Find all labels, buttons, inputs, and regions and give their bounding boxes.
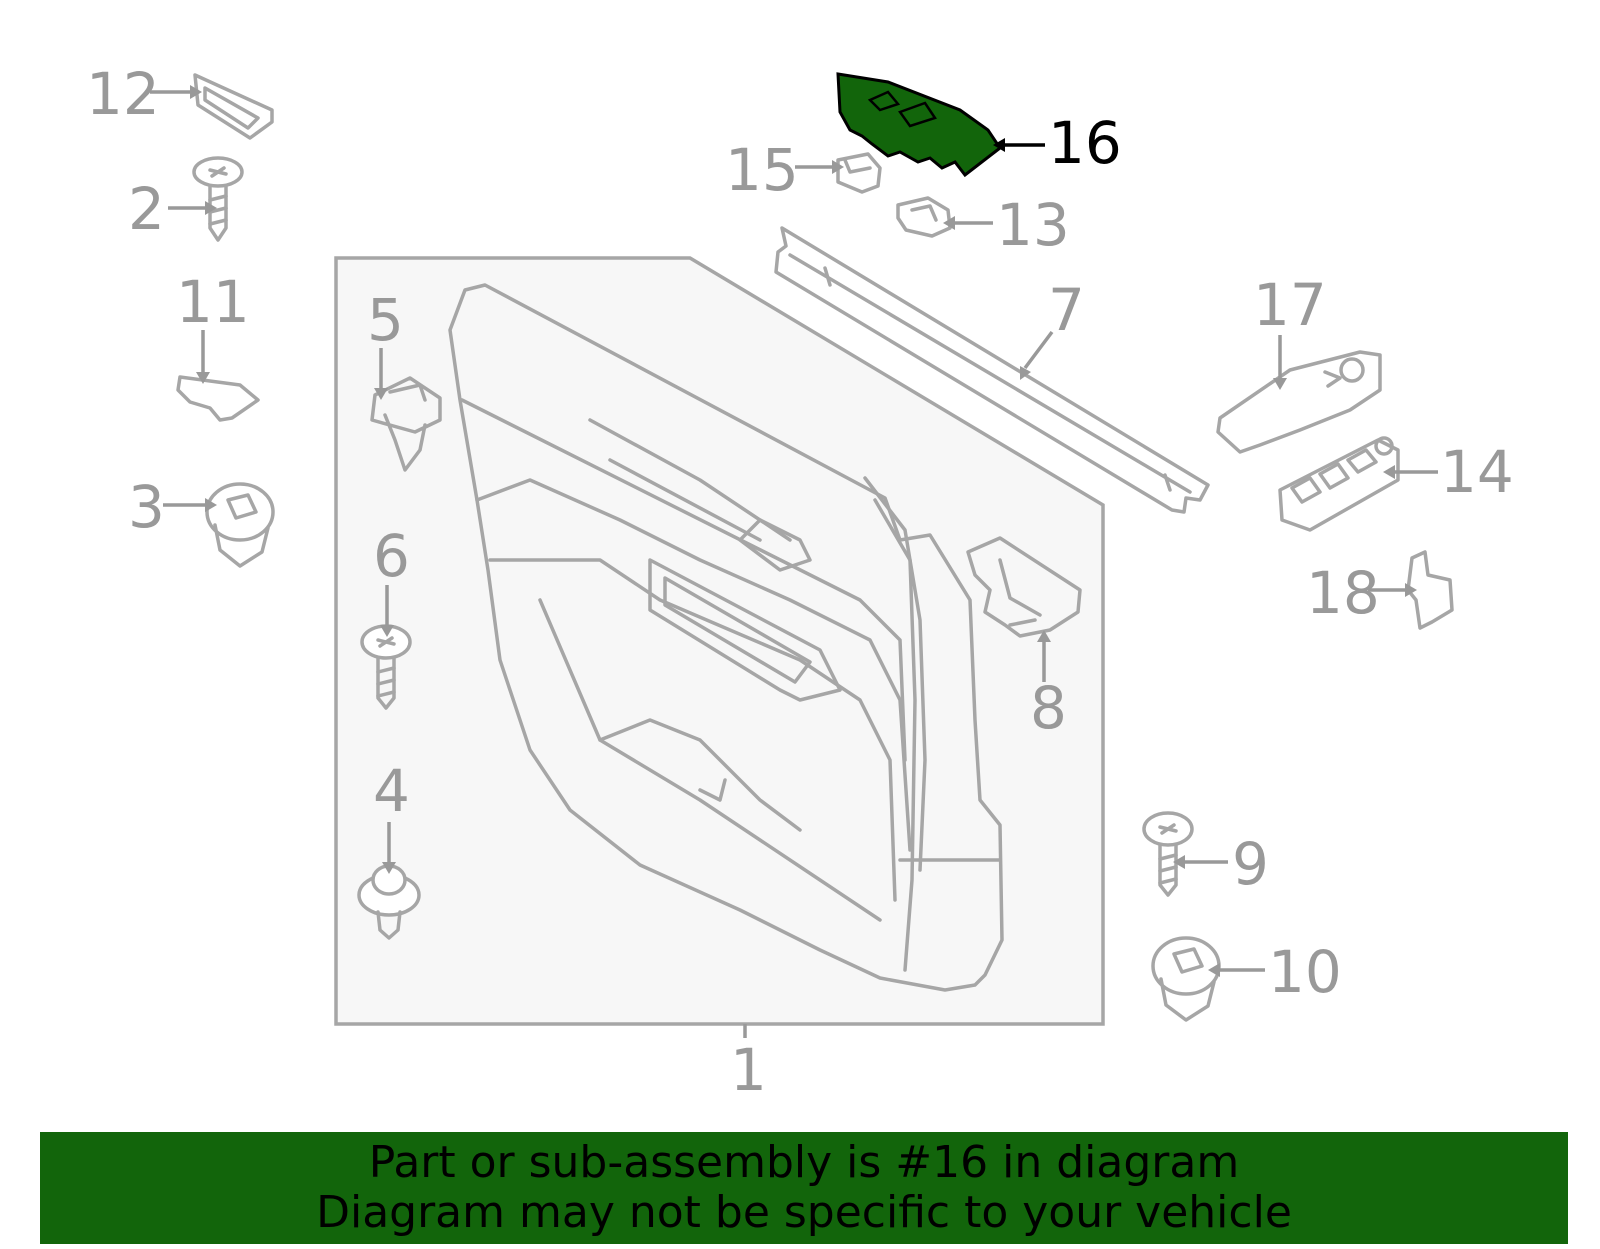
part-12-trim-cover[interactable] (193, 73, 274, 140)
part-13-clip[interactable] (896, 196, 952, 238)
part-18-clip[interactable] (1406, 550, 1454, 630)
part-16-switch-panel[interactable] (836, 72, 1003, 178)
callout-3: 3 (128, 473, 165, 541)
part-15-clip[interactable] (836, 152, 882, 194)
part-9-screw[interactable] (1142, 811, 1194, 897)
part-5-clip[interactable] (370, 376, 442, 472)
part-8-bracket[interactable] (966, 536, 1082, 638)
callout-5: 5 (367, 286, 404, 354)
callout-1: 1 (730, 1036, 767, 1104)
callout-7: 7 (1048, 276, 1085, 344)
leader-lines (150, 90, 1438, 1038)
callout-9: 9 (1232, 830, 1269, 898)
part-3-grommet[interactable] (205, 482, 275, 568)
banner-line-2: Diagram may not be specific to your vehi… (316, 1187, 1292, 1238)
part-10-grommet[interactable] (1151, 936, 1221, 1022)
info-banner: Part or sub-assembly is #16 in diagram D… (40, 1132, 1568, 1244)
part-2-screw[interactable] (192, 156, 244, 242)
callout-10: 10 (1268, 938, 1342, 1006)
callout-12: 12 (86, 60, 160, 128)
callout-2: 2 (128, 175, 165, 243)
banner-line-1: Part or sub-assembly is #16 in diagram (368, 1137, 1240, 1188)
part-4-fastener[interactable] (357, 864, 421, 940)
arrow-heads (190, 85, 1417, 977)
callout-11: 11 (176, 268, 250, 336)
callout-8: 8 (1030, 674, 1067, 742)
part-7-strip[interactable] (774, 226, 1210, 514)
callout-18: 18 (1306, 559, 1380, 627)
callout-14: 14 (1440, 438, 1514, 506)
part-11-clip-cover[interactable] (176, 375, 260, 422)
callout-15: 15 (725, 136, 799, 204)
callout-16: 16 (1048, 109, 1122, 177)
part-6-screw[interactable] (360, 624, 412, 710)
callout-17: 17 (1253, 271, 1327, 339)
callout-4: 4 (373, 757, 410, 825)
door-trim-panel[interactable] (448, 283, 1004, 992)
part-14-window-switch[interactable] (1278, 436, 1400, 532)
callout-13: 13 (996, 191, 1070, 259)
part-17-switch-bezel[interactable] (1216, 350, 1382, 454)
callout-6: 6 (373, 522, 410, 590)
